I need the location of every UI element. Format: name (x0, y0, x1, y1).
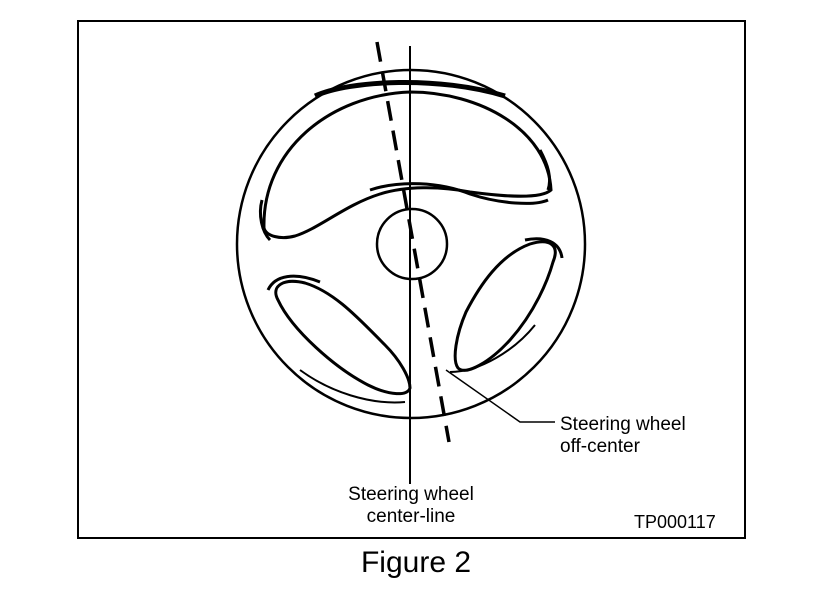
left-lower-window-shading-2 (299, 369, 406, 404)
upper-window-edge-highlight (369, 182, 549, 205)
figure-caption: Figure 2 (360, 546, 472, 579)
off-center-leader-line (445, 369, 555, 423)
steering-wheel-hub (375, 207, 449, 281)
off-center-line (375, 41, 451, 443)
off-center-label-line2: off-center (560, 436, 640, 457)
upper-window-shading-3 (258, 199, 272, 242)
off-center-label-line1: Steering wheel (560, 414, 686, 435)
off-center-label: Steering wheel off-center (560, 414, 686, 458)
figure-frame (77, 20, 746, 539)
upper-window-shading-2 (538, 149, 552, 191)
upper-window-inner-shading (313, 79, 506, 99)
figure-code: TP000117 (634, 512, 716, 532)
left-lower-window (274, 279, 412, 396)
left-lower-window-shading (266, 274, 321, 291)
right-lower-window-shading-2 (449, 324, 536, 373)
right-lower-window (453, 240, 557, 372)
center-line-label: Steering wheel center-line (336, 484, 486, 528)
center-line-label-line1: Steering wheel (348, 484, 474, 505)
center-line-label-line2: center-line (366, 506, 456, 527)
right-lower-window-shading (524, 237, 564, 259)
upper-window (262, 90, 553, 240)
